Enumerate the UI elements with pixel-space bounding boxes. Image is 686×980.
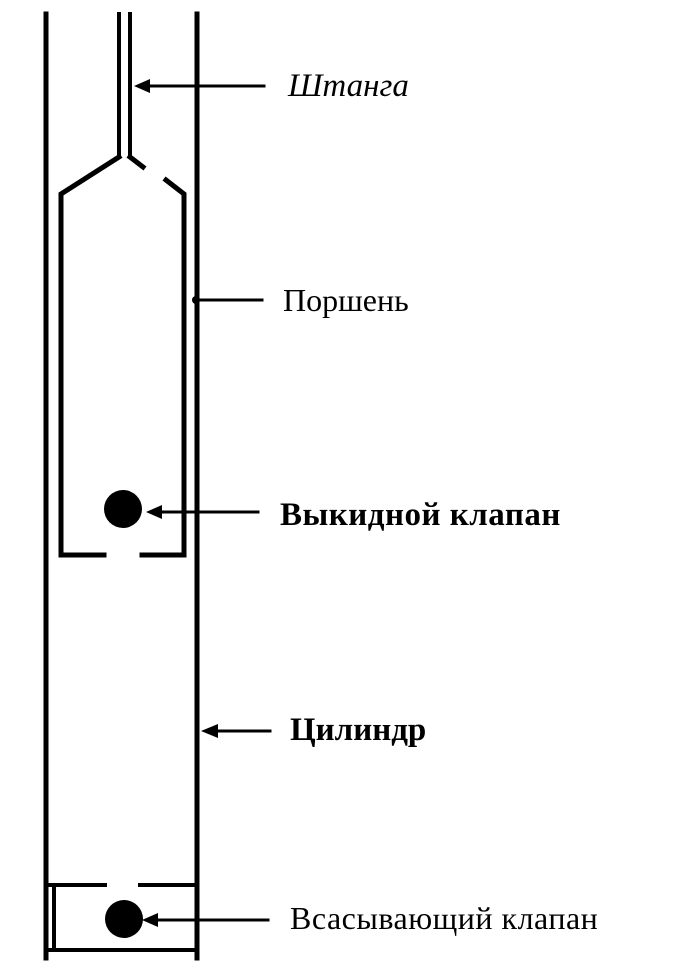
cylinder-label: Цилиндр (290, 712, 427, 748)
discharge-valve-label: Выкидной клапан (280, 497, 561, 533)
rod (117, 12, 132, 157)
cylinder-walls (43, 11, 200, 961)
piston-label: Поршень (283, 282, 409, 318)
piston (58, 153, 187, 558)
leader-piston (192, 296, 264, 304)
leader-suction-valve (142, 913, 270, 927)
suction-valve-label: Всасывающий клапан (290, 900, 599, 936)
rod-label: Штанга (288, 68, 409, 104)
suction-valve-ball (105, 900, 143, 938)
leader-discharge-valve (146, 505, 260, 519)
leader-rod (134, 79, 266, 93)
leader-cylinder (201, 724, 272, 738)
suction-valve-housing (46, 883, 197, 952)
discharge-valve-ball (104, 490, 142, 528)
